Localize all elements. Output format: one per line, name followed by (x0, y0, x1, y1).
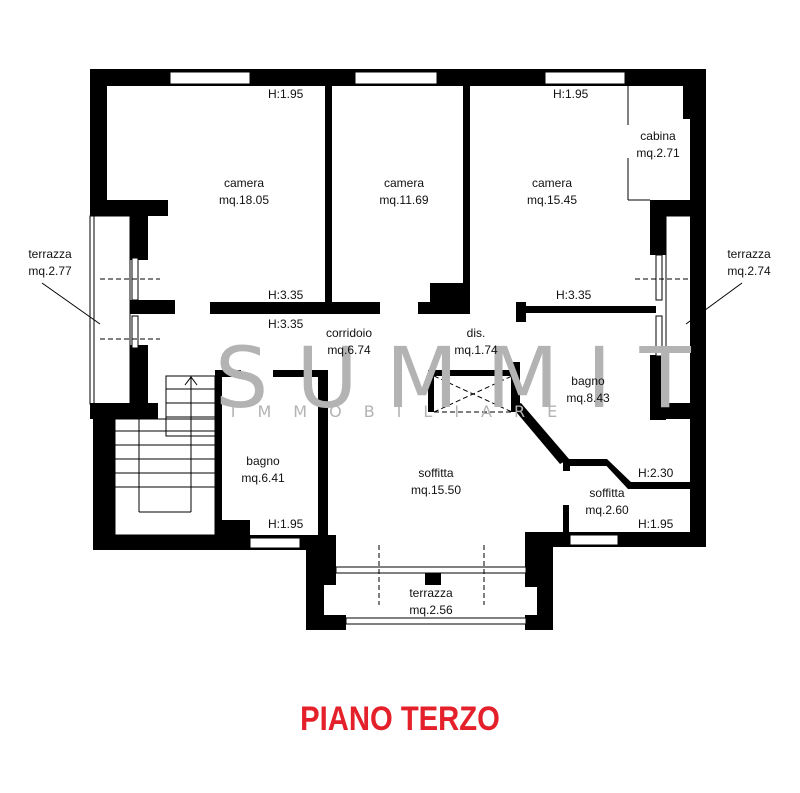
room-area: mq.8.43 (566, 391, 610, 405)
room-name: soffitta (589, 486, 625, 500)
room-area: mq.1.74 (454, 343, 498, 357)
height-label: H:1.95 (268, 517, 304, 531)
room-label-dis: dis. mq.1.74 (454, 325, 497, 359)
watermark-brand: SUMMIT (215, 329, 719, 427)
room-area: mq.2.71 (636, 146, 680, 160)
room-area: mq.2.74 (727, 264, 771, 278)
room-name: bagno (246, 454, 280, 468)
room-area: mq.6.41 (241, 471, 285, 485)
room-name: camera (223, 176, 265, 190)
room-name: bagno (571, 374, 605, 388)
room-area: mq.18.05 (218, 193, 270, 207)
room-name: terrazza (727, 247, 771, 261)
room-label-bagno-right: bagno mq.8.43 (566, 373, 609, 407)
room-name: camera (383, 176, 424, 190)
room-label-camera-2: camera mq.11.69 (379, 175, 428, 209)
room-area: mq.6.74 (327, 343, 371, 357)
room-name: terrazza (28, 247, 72, 261)
height-label: H:1.95 (268, 87, 304, 101)
room-label-terrazza-left: terrazza mq.2.77 (28, 246, 71, 280)
leader-lines (41, 282, 743, 325)
walls (90, 69, 706, 630)
floor-title: PIANO TERZO (300, 700, 500, 738)
terrace-outlines (89, 86, 703, 405)
room-label-terrazza-bottom: terrazza mq.2.56 (409, 585, 452, 619)
watermark-subtitle: IMMOBILIARE (230, 402, 580, 421)
room-area: mq.15.45 (526, 193, 578, 207)
room-label-soffitta-small: soffitta mq.2.60 (585, 485, 628, 519)
room-label-camera-3: camera mq.15.45 (527, 175, 577, 209)
height-label: H:3.35 (556, 288, 592, 302)
room-area: mq.2.56 (409, 603, 453, 617)
room-name: corridoio (325, 326, 373, 340)
room-label-camera-1: camera mq.18.05 (219, 175, 269, 209)
room-name: camera (531, 176, 573, 190)
room-name: cabina (640, 129, 676, 143)
room-area: mq.15.50 (410, 483, 462, 497)
height-label: H:3.35 (268, 288, 304, 302)
staircase (114, 375, 216, 536)
room-area: mq.2.60 (585, 503, 629, 517)
height-label: H:2.30 (638, 466, 674, 480)
room-name: dis. (466, 326, 486, 340)
room-label-cabina: cabina mq.2.71 (636, 128, 679, 162)
room-name: soffitta (418, 466, 454, 480)
room-label-soffitta-main: soffitta mq.15.50 (411, 465, 461, 499)
windows (131, 71, 663, 625)
room-area: mq.2.77 (28, 264, 72, 278)
height-label: H:3.35 (268, 317, 304, 331)
height-label: H:1.95 (638, 517, 674, 531)
room-name: terrazza (409, 586, 453, 600)
room-area: mq.11.69 (379, 193, 429, 207)
room-label-corridoio: corridoio mq.6.74 (326, 325, 372, 359)
height-label: H:1.95 (553, 87, 589, 101)
dashed-lines (100, 278, 695, 605)
room-label-bagno-left: bagno mq.6.41 (241, 453, 284, 487)
room-label-terrazza-right: terrazza mq.2.74 (727, 246, 770, 280)
